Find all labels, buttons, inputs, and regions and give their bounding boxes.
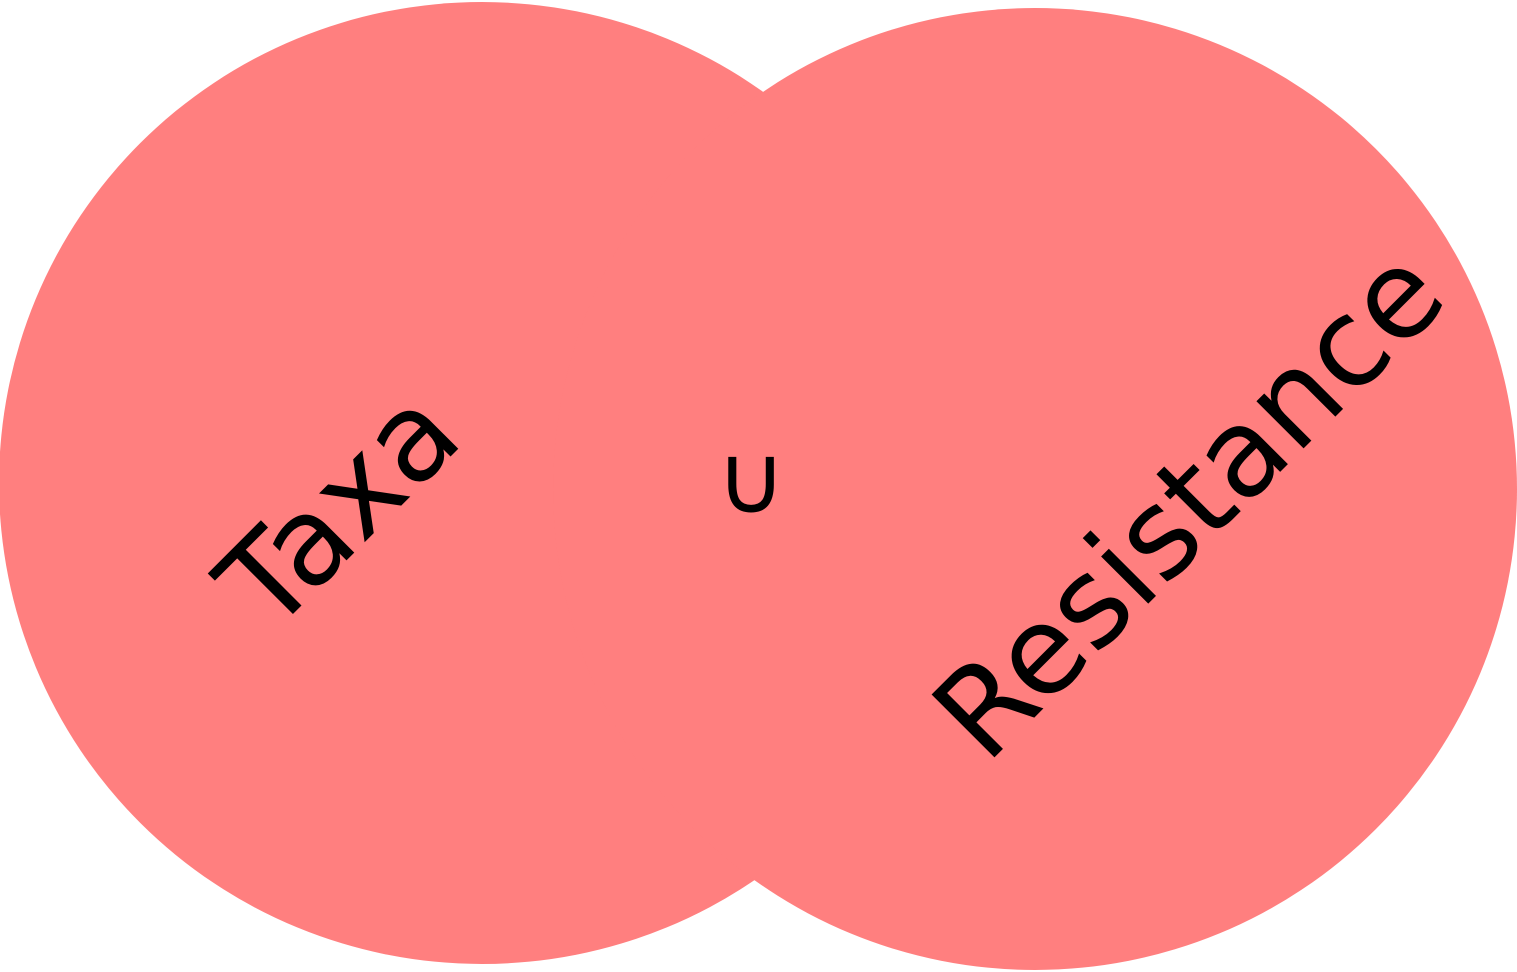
set-circle-resistance [553, 8, 1517, 970]
union-operator: ∪ [716, 423, 786, 535]
